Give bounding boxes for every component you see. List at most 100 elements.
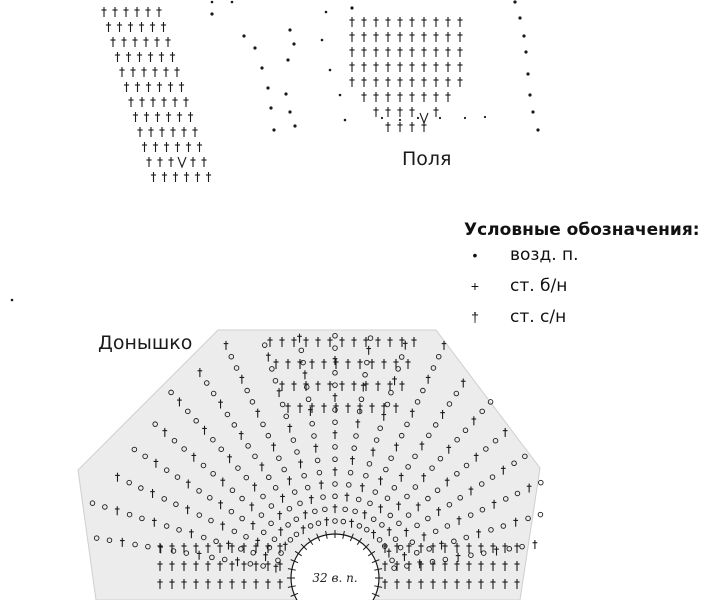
double-crochet-mark <box>466 579 472 589</box>
chain-loop-mark <box>425 495 431 502</box>
chain-loop-mark <box>525 515 531 522</box>
chain-loop-mark <box>346 482 352 488</box>
double-crochet-mark <box>119 67 125 77</box>
double-crochet-mark <box>327 337 333 347</box>
chain-dot-mark <box>518 16 522 20</box>
chain-loop-mark <box>395 366 401 372</box>
chain-loop-mark <box>468 552 474 558</box>
chain-loop-mark <box>332 370 338 376</box>
double-crochet-mark <box>430 579 436 589</box>
double-crochet-mark <box>351 337 357 347</box>
legend-item-label: возд. п. <box>510 245 579 265</box>
chain-loop-mark <box>538 479 544 486</box>
double-crochet-mark <box>273 359 279 369</box>
double-crochet-mark <box>385 92 391 102</box>
chain-loop-mark <box>201 534 207 541</box>
double-crochet-mark <box>460 378 466 388</box>
chain-loop-mark <box>391 565 397 571</box>
double-crochet-mark <box>394 561 400 571</box>
double-crochet-mark <box>267 337 273 347</box>
double-crochet-mark <box>132 37 138 47</box>
double-crochet-mark <box>393 403 399 413</box>
double-crochet-mark <box>369 359 375 369</box>
double-crochet-mark <box>421 77 427 87</box>
chain-loop-mark <box>281 466 287 473</box>
chain-loop-mark <box>377 425 383 431</box>
double-crochet-mark <box>332 467 338 477</box>
chain-loop-mark <box>322 506 328 513</box>
ring-tick <box>307 537 314 546</box>
double-crochet-mark <box>397 122 403 132</box>
ring-tick <box>316 533 321 542</box>
double-crochet-mark <box>490 543 496 553</box>
double-crochet-mark <box>385 32 391 42</box>
chain-loop-mark <box>132 541 138 548</box>
double-crochet-mark <box>409 92 415 102</box>
chain-loop-mark <box>126 479 132 486</box>
double-crochet-mark <box>205 561 211 571</box>
double-crochet-mark <box>139 97 145 107</box>
double-crochet-mark <box>191 452 197 462</box>
chain-loop-mark <box>238 546 244 552</box>
double-crochet-mark <box>156 7 162 17</box>
double-crochet-mark <box>381 411 387 421</box>
double-crochet-mark <box>502 579 508 589</box>
chain-loop-mark <box>210 436 216 443</box>
double-crochet-mark <box>373 92 379 102</box>
double-crochet-mark <box>386 527 392 537</box>
chain-loop-mark <box>131 446 138 453</box>
double-crochet-mark <box>430 561 436 571</box>
chain-loop-mark <box>291 489 298 495</box>
chain-loop-mark <box>185 408 191 415</box>
double-crochet-mark <box>373 62 379 72</box>
chain-loop-mark <box>239 495 245 502</box>
double-crochet-mark <box>165 37 171 47</box>
chain-dot-mark <box>531 110 535 114</box>
double-crochet-mark <box>421 122 427 132</box>
double-crochet-mark <box>373 17 379 27</box>
double-crochet-mark <box>332 504 338 514</box>
double-crochet-mark <box>185 505 190 515</box>
double-crochet-mark <box>478 579 484 589</box>
double-crochet-mark <box>241 561 247 571</box>
chain-loop-mark <box>347 469 354 476</box>
double-crochet-mark <box>252 482 257 492</box>
chain-dot-mark <box>320 38 324 42</box>
double-crochet-mark <box>277 579 283 589</box>
chain-loop-mark <box>392 536 399 542</box>
double-crochet-mark <box>425 374 431 384</box>
double-crochet-mark <box>255 537 261 547</box>
double-crochet-mark <box>249 502 255 512</box>
double-crochet-mark <box>446 444 452 454</box>
double-crochet-mark <box>308 406 313 416</box>
double-crochet-mark <box>409 32 415 42</box>
double-crochet-mark <box>409 107 415 117</box>
double-crochet-mark <box>349 77 355 87</box>
chain-loop-mark <box>492 437 499 444</box>
double-crochet-mark <box>397 92 403 102</box>
chain-loop-mark <box>228 353 235 360</box>
chain-loop-mark <box>213 538 219 545</box>
double-crochet-mark <box>514 543 520 553</box>
chain-dot-mark <box>293 124 297 128</box>
double-crochet-mark <box>386 548 392 558</box>
double-crochet-mark <box>349 62 355 72</box>
double-crochet-mark <box>361 32 367 42</box>
double-crochet-mark <box>444 477 450 487</box>
chain-dot-mark <box>513 0 517 4</box>
double-crochet-mark <box>345 403 351 413</box>
double-crochet-mark <box>513 517 519 527</box>
double-crochet-mark <box>402 340 408 350</box>
double-crochet-mark <box>457 62 463 72</box>
double-crochet-mark <box>433 17 439 27</box>
chain-loop-mark <box>511 460 517 467</box>
bottom-chart: 32 в. п. <box>77 329 544 600</box>
chain-loop-mark <box>488 527 494 533</box>
chain-loop-mark <box>409 539 416 545</box>
double-crochet-mark <box>442 561 448 571</box>
double-crochet-mark <box>187 112 194 122</box>
chain-loop-mark <box>260 563 266 569</box>
chain-loop-mark <box>210 390 217 397</box>
double-crochet-mark <box>385 17 391 27</box>
chain-loop-mark <box>276 455 282 461</box>
